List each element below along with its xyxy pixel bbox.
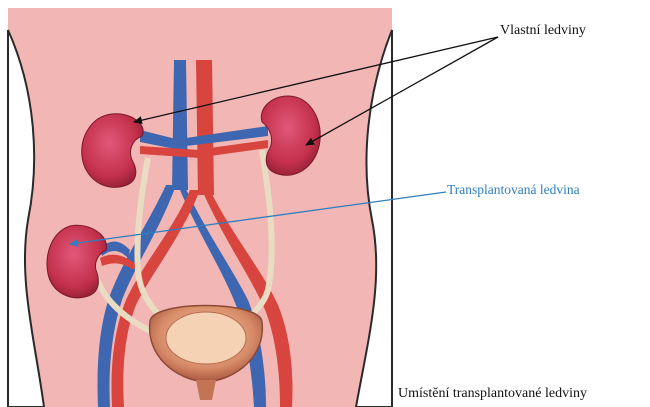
label-transplanted-kidney: Transplantovaná ledvina [447, 182, 580, 198]
label-own-kidneys: Vlastní ledviny [500, 23, 586, 39]
figure-caption: Umístění transplantované ledviny [398, 386, 587, 402]
